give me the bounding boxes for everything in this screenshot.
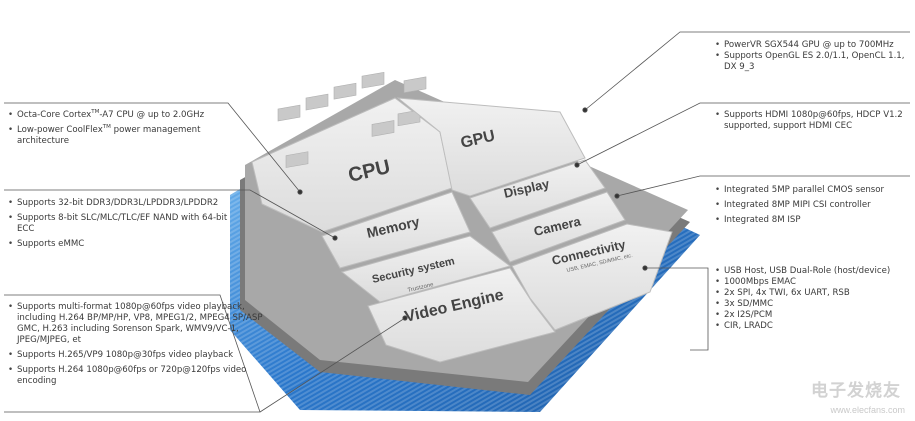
spec-connectivity-5: 2x I2S/PCM <box>715 310 910 321</box>
spec-gpu-1: PowerVR SGX544 GPU @ up to 700MHz <box>715 40 910 51</box>
callout-line-video-pointer <box>259 317 406 413</box>
spec-connectivity-6: CIR, LRADC <box>715 321 910 332</box>
spec-memory-1: Supports 32-bit DDR3/DDR3L/LPDDR3/LPDDR2 <box>8 198 238 209</box>
spec-memory-2: Supports 8-bit SLC/MLC/TLC/EF NAND with … <box>8 213 238 235</box>
spec-video-2: Supports H.265/VP9 1080p@30fps video pla… <box>8 350 284 361</box>
spec-gpu-2: Supports OpenGL ES 2.0/1.1, OpenCL 1.1, … <box>715 51 910 73</box>
block-memory: Memory <box>321 191 471 269</box>
spec-connectivity-4: 3x SD/MMC <box>715 299 910 310</box>
specs-connectivity: USB Host, USB Dual-Role (host/device) 10… <box>715 266 910 332</box>
spec-camera-2: Integrated 8MP MIPI CSI controller <box>715 200 910 211</box>
spec-cpu-2: Low-power CoolFlexTM power management ar… <box>8 124 220 147</box>
specs-cpu: Octa-Core CortexTM-A7 CPU @ up to 2.0GHz… <box>8 109 220 151</box>
callout-line-camera <box>616 175 910 197</box>
watermark-url: www.elecfans.com <box>830 405 905 415</box>
block-security: Security system Trustzone <box>340 235 512 303</box>
spec-memory-3: Supports eMMC <box>8 239 238 250</box>
spec-camera-1: Integrated 5MP parallel CMOS sensor <box>715 185 910 196</box>
callout-line-connectivity <box>645 267 709 351</box>
block-video-engine: Video Engine <box>367 267 556 363</box>
specs-display: Supports HDMI 1080p@60fps, HDCP V1.2 sup… <box>715 110 910 136</box>
security-sub-label: Trustzone <box>407 282 435 294</box>
watermark-logo: 电子发烧友 <box>811 381 901 401</box>
callout-lines <box>4 31 910 413</box>
spec-connectivity-2: 1000Mbps EMAC <box>715 277 910 288</box>
block-gpu: GPU <box>396 97 586 197</box>
block-cpu: CPU <box>251 71 453 233</box>
callout-line-gpu <box>584 31 910 111</box>
block-connectivity: Connectivity USB, EMAC, SD/MMC, etc. <box>511 223 673 331</box>
spec-display-1: Supports HDMI 1080p@60fps, HDCP V1.2 sup… <box>715 110 910 132</box>
spec-cpu-1: Octa-Core CortexTM-A7 CPU @ up to 2.0GHz <box>8 109 220 121</box>
specs-camera: Integrated 5MP parallel CMOS sensor Inte… <box>715 185 910 230</box>
spec-video-3: Supports H.264 1080p@60fps or 720p@120fp… <box>8 365 284 387</box>
spec-connectivity-3: 2x SPI, 4x TWI, 6x UART, RSB <box>715 288 910 299</box>
callout-line-display <box>576 102 910 166</box>
specs-memory: Supports 32-bit DDR3/DDR3L/LPDDR3/LPDDR2… <box>8 198 238 254</box>
spec-video-1: Supports multi-format 1080p@60fps video … <box>8 302 284 346</box>
specs-video: Supports multi-format 1080p@60fps video … <box>8 302 284 391</box>
callout-line-cpu <box>4 102 301 193</box>
spec-connectivity-1: USB Host, USB Dual-Role (host/device) <box>715 266 910 277</box>
block-camera: Camera <box>491 191 626 263</box>
callout-line-memory <box>4 189 336 239</box>
specs-gpu: PowerVR SGX544 GPU @ up to 700MHz Suppor… <box>715 40 910 77</box>
spec-camera-3: Integrated 8M ISP <box>715 215 910 226</box>
cpu-core-grid <box>277 71 427 168</box>
